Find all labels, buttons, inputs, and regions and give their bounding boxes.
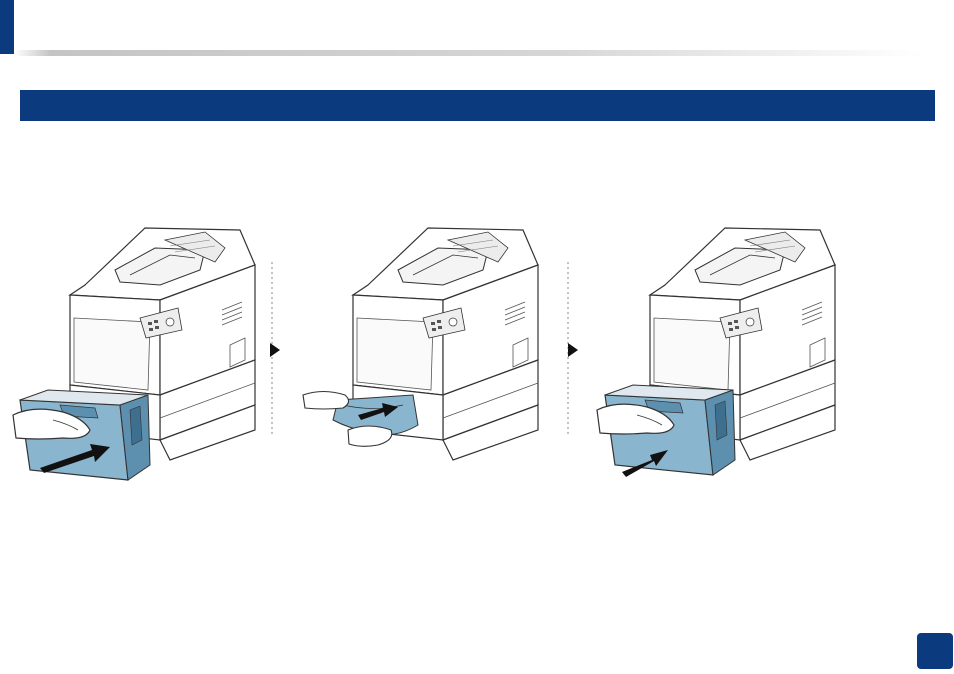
header-accent-tab — [0, 0, 14, 54]
page-number-badge — [917, 633, 953, 669]
step-2-remove-paper — [303, 228, 538, 460]
next-step-arrow-icon — [568, 343, 578, 357]
next-step-arrow-icon — [270, 343, 280, 357]
header-divider — [14, 50, 924, 56]
step-3-insert-tray — [597, 228, 835, 477]
jam-clearing-illustration — [0, 200, 954, 500]
section-banner — [20, 90, 935, 121]
step-1-pull-tray — [13, 228, 255, 480]
